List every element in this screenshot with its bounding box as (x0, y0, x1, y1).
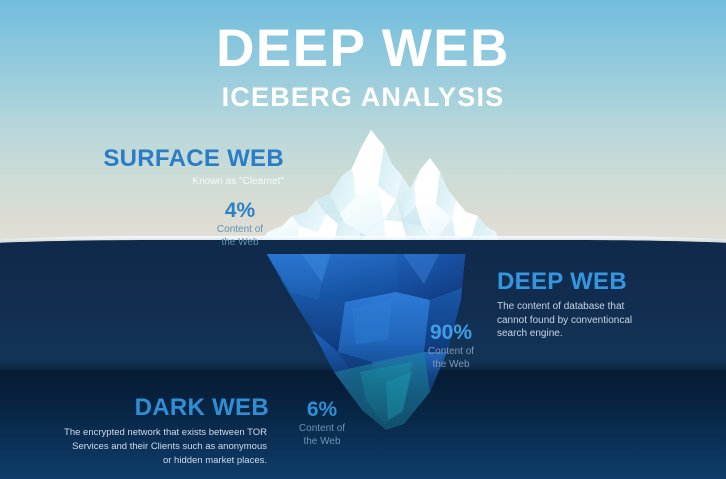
surface-web-percent-label-1: Content of (216, 224, 264, 236)
page-title: DEEP WEB (216, 19, 510, 78)
surface-web-block: SURFACE WEB Known as "Clearnet" (92, 147, 284, 189)
surface-web-stat: 4% Content of the Web (206, 199, 274, 249)
dark-web-percent: 6% (306, 398, 338, 421)
deep-web-block: DEEP WEB The content of database that ca… (497, 270, 667, 341)
surface-web-percent: 4% (224, 199, 256, 222)
surface-web-percent-label-2: the Web (221, 236, 259, 248)
deep-web-percent: 90% (429, 321, 473, 344)
iceberg-above-water (258, 130, 500, 246)
dark-web-percent-label-1: Content of (298, 423, 346, 435)
dark-web-stat: 6% Content of the Web (287, 398, 357, 448)
surface-web-heading: SURFACE WEB (103, 145, 284, 172)
dark-web-description: The encrypted network that exists betwee… (64, 427, 267, 466)
deep-web-stat: 90% Content of the Web (415, 321, 487, 371)
deep-web-description: The content of database that cannot foun… (497, 301, 633, 339)
deep-web-heading: DEEP WEB (497, 268, 627, 295)
surface-web-subtitle: Known as "Clearnet" (192, 176, 284, 187)
deep-web-percent-label-1: Content of (427, 346, 475, 358)
dark-web-heading: DARK WEB (134, 394, 269, 421)
dark-web-percent-label-2: the Web (303, 435, 341, 447)
page-subtitle: ICEBERG ANALYSIS (221, 82, 505, 112)
deep-web-percent-label-2: the Web (432, 358, 470, 370)
iceberg-tip-teal (334, 352, 430, 430)
waterline-edge (0, 240, 726, 254)
page-title-block: DEEP WEB ICEBERG ANALYSIS (0, 22, 726, 111)
dark-web-block: DARK WEB The encrypted network that exis… (62, 396, 269, 467)
